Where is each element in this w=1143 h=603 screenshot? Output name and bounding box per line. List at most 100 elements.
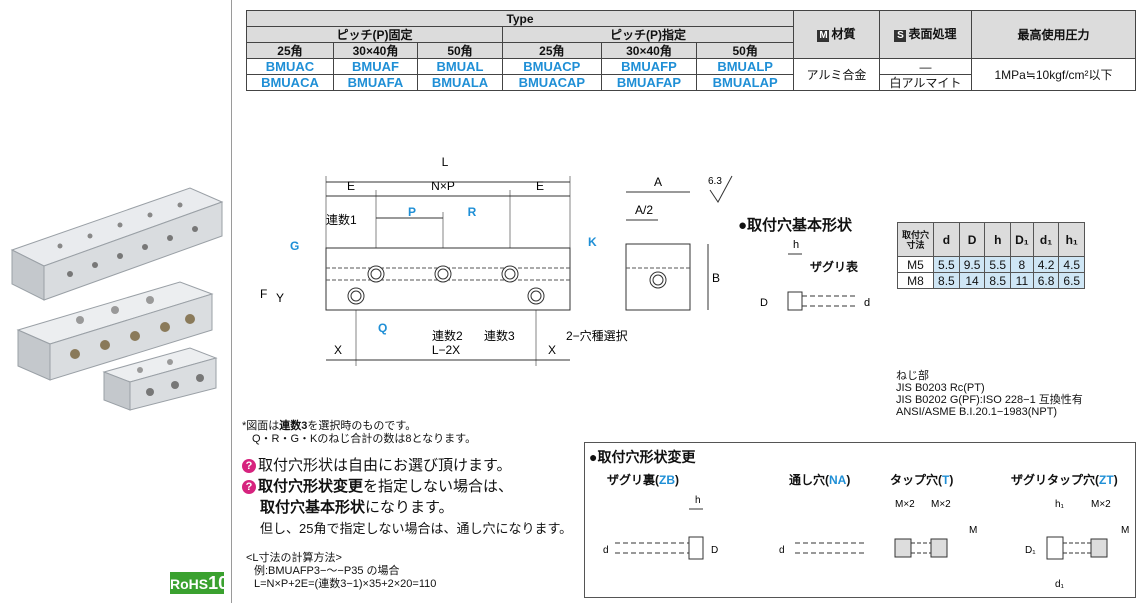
label-Q: Q [378, 321, 387, 335]
notes-block: *図面は連数3を選択時のものです。 Q・R・G・Kのねじ合計の数は8となります。 [242, 420, 476, 446]
option-label: ザグリ裏 [607, 473, 656, 487]
part-code-link[interactable]: BMUAC [246, 58, 334, 75]
table-cell: M8 [896, 272, 935, 289]
size-header: 30×40角 [600, 42, 698, 59]
part-code-link[interactable]: BMUAFA [332, 74, 419, 91]
mount-change-title: ●取付穴形状変更 [589, 449, 696, 465]
note-text: *図面は [242, 420, 280, 432]
dim-M: M [1121, 525, 1129, 536]
label-renshu2: 連数2 [432, 328, 463, 343]
table-cell: 9.5 [958, 256, 986, 273]
dim-X-left: X [334, 343, 342, 357]
pitch-specified-header: ピッチ(P)指定 [502, 26, 794, 43]
note-line: 取付穴基本形状になります。 [242, 497, 572, 518]
part-code-link[interactable]: BMUACP [502, 58, 602, 75]
table-cell: 5.5 [984, 256, 1012, 273]
pressure-value: 1MPa≒10kgf/cm²以下 [971, 58, 1136, 91]
label-renshu1: 連数1 [326, 212, 357, 227]
note-line: 但し、25角で指定しない場合は、通し穴になります。 [260, 521, 573, 536]
note-text: になります。 [365, 499, 454, 516]
thread-line: JIS B0202 G(PF):ISO 228−1 互換性有 [896, 394, 1083, 406]
dim-NxP: N×P [431, 179, 455, 193]
option-code: NA [829, 473, 847, 487]
note-text: を選択時のものです。 [307, 420, 417, 432]
table-cell: 8 [1010, 256, 1034, 273]
part-code-link[interactable]: BMUALA [416, 74, 504, 91]
size-header: 50角 [416, 42, 504, 59]
label-hole-select: 2−穴種選択 [566, 328, 628, 343]
table-row: M5 5.5 9.5 5.5 8 4.2 4.5 [896, 256, 1086, 273]
table-header: 取付穴寸法 [896, 222, 935, 257]
calc-line: 例:BMUAFP3−〜−P35 の場合 [254, 565, 400, 577]
block-top [10, 187, 224, 301]
option-zt[interactable]: ザグリタップ穴(ZT) [1011, 473, 1118, 487]
dim-d1: d₁ [1055, 579, 1065, 590]
option-label: 通し穴 [789, 473, 826, 487]
option-code: ZT [1099, 473, 1114, 487]
mount-change-diagrams: h d D d M×2 M×2 M h₁ M×2 M D₁ d₁ [603, 495, 1129, 590]
block-middle [16, 281, 214, 381]
part-code-link[interactable]: BMUACAP [502, 74, 602, 91]
part-code-link[interactable]: BMUALP [696, 58, 794, 75]
table-header: h₁ [1058, 222, 1086, 257]
label-renshu3: 連数3 [484, 328, 515, 343]
table-cell: 14 [958, 272, 986, 289]
option-label: タップ穴 [890, 473, 939, 487]
dim-h: h [695, 495, 701, 506]
mount-basic-title: ●取付穴基本形状 [738, 217, 853, 234]
dim-mx2: M×2 [895, 499, 915, 510]
table-cell: 4.5 [1058, 256, 1086, 273]
table-header: h [984, 222, 1012, 257]
option-code: T [942, 473, 950, 487]
dim-h: h [793, 239, 799, 251]
note-text: 取付穴基本形状 [260, 499, 366, 516]
option-zb[interactable]: ザグリ裏(ZB) [607, 473, 680, 487]
part-code-link[interactable]: BMUACA [246, 74, 334, 91]
size-header: 25角 [246, 42, 334, 59]
material-badge-icon: M [817, 30, 830, 42]
thread-line: ANSI/ASME B.I.20.1−1983(NPT) [896, 406, 1058, 418]
dim-mx2: M×2 [1091, 499, 1111, 510]
note-line: *図面は連数3を選択時のものです。 [242, 420, 476, 433]
label-R: R [468, 205, 477, 219]
question-icon: ? [242, 459, 256, 474]
calc-title: <L寸法の計算方法> [246, 552, 342, 564]
table-header: D [958, 222, 986, 257]
note-text: 連数3 [279, 420, 308, 432]
table-cell: 8.5 [933, 272, 960, 289]
notes-main: ?取付穴形状は自由にお選び頂けます。 ?取付穴形状変更を指定しない場合は、 取付… [242, 455, 572, 539]
table-cell: 11 [1010, 272, 1034, 289]
part-code-link[interactable]: BMUALAP [696, 74, 794, 91]
dim-D: D [711, 545, 718, 556]
part-code-link[interactable]: BMUAF [332, 58, 419, 75]
surface-value: 白アルマイト [879, 74, 972, 91]
size-header: 25角 [502, 42, 602, 59]
note-line: ?取付穴形状変更を指定しない場合は、 [242, 476, 572, 497]
dim-d: d [603, 545, 609, 556]
table-cell: M5 [896, 256, 935, 273]
note-text: 取付穴形状変更 [258, 478, 364, 495]
dim-F: F [260, 287, 267, 301]
option-code: ZB [659, 473, 676, 487]
dim-d: d [864, 297, 870, 309]
mount-dim-table: 取付穴寸法 d D h D₁ d₁ h₁ M5 5.5 9.5 5.5 8 4.… [896, 222, 1086, 289]
note-line: ?取付穴形状は自由にお選び頂けます。 [242, 455, 572, 476]
table-cell: 4.2 [1032, 256, 1060, 273]
part-code-link[interactable]: BMUAL [416, 58, 504, 75]
part-code-link[interactable]: BMUAFP [600, 58, 698, 75]
part-code-link[interactable]: BMUAFAP [600, 74, 698, 91]
option-t[interactable]: タップ穴(T) [890, 473, 954, 487]
label-G: G [290, 239, 299, 253]
surface-header-label: 表面処理 [908, 27, 957, 41]
label-K: K [588, 235, 597, 249]
product-photo [10, 187, 224, 411]
surface-value: — [879, 58, 972, 75]
option-na[interactable]: 通し穴(NA) [789, 473, 851, 487]
zaguri-label: ザグリ表 [810, 260, 859, 274]
dim-Y: Y [276, 291, 284, 305]
material-header-label: 材質 [831, 27, 856, 41]
table-row: M8 8.5 14 8.5 11 6.8 6.5 [896, 272, 1086, 289]
